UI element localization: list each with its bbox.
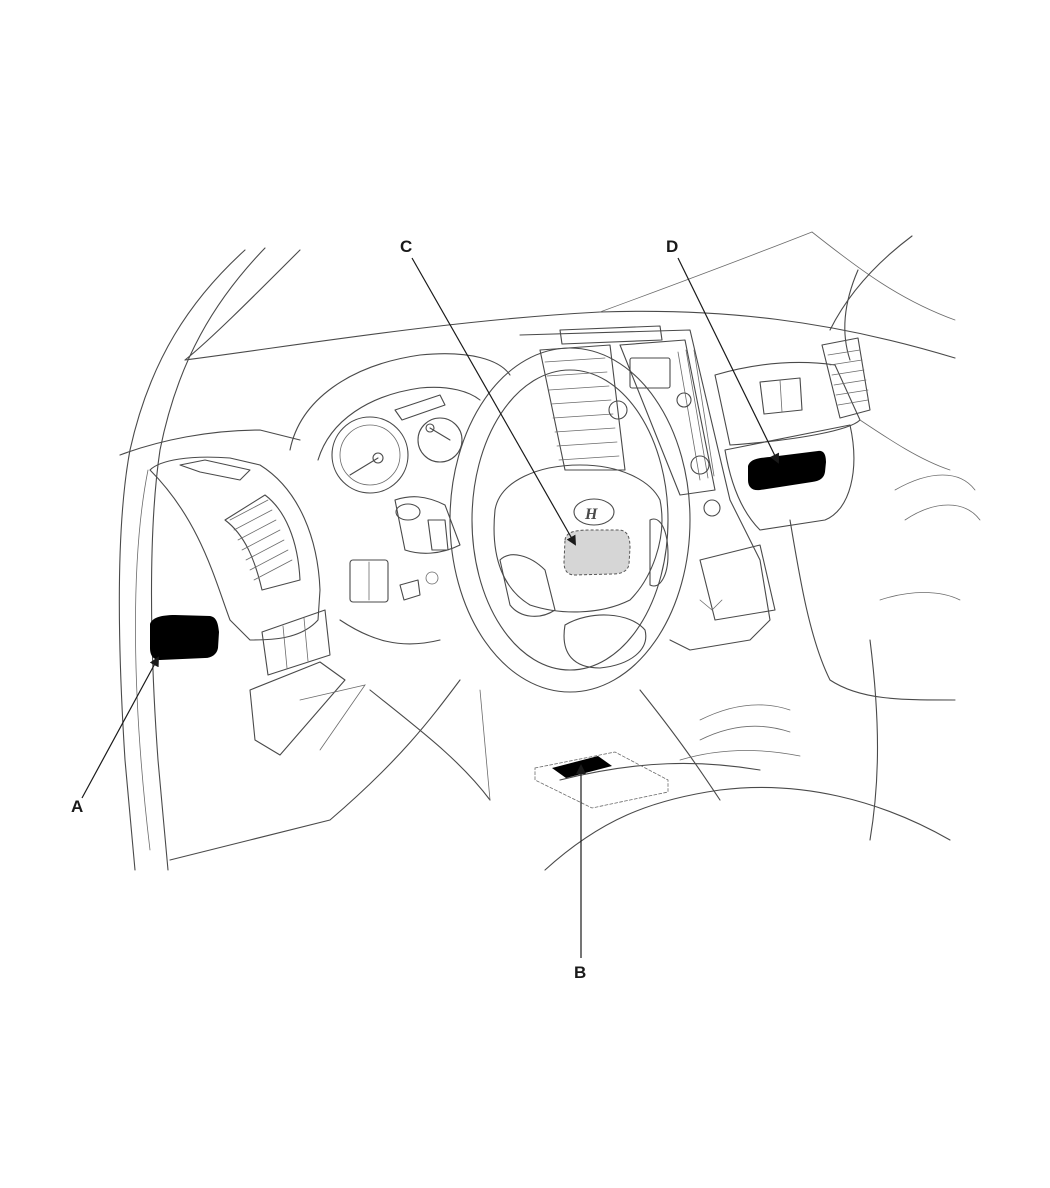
left-dash-panel [149, 456, 366, 756]
right-dash-panel [714, 337, 981, 841]
leader-line-c [411, 257, 576, 546]
steering-column [339, 496, 461, 645]
steering-wheel: H [449, 347, 691, 693]
dashboard-top-outline [119, 231, 956, 456]
callout-label-d: D [666, 237, 678, 256]
marker-a-side-airbag [150, 615, 219, 660]
marker-d-passenger-airbag [748, 450, 826, 491]
leader-line-d [677, 257, 779, 464]
right-air-vent [827, 349, 869, 406]
callout-label-a: A [71, 797, 83, 816]
callout-label-b: B [574, 963, 586, 982]
marker-c-driver-airbag [563, 529, 631, 576]
leader-line-a [81, 656, 159, 799]
center-air-vent [544, 357, 620, 461]
left-air-vent [229, 499, 293, 581]
callout-label-c: C [400, 237, 412, 256]
instrument-cluster [289, 353, 511, 494]
a-pillar-outline [118, 247, 301, 871]
knee-airbag-module [534, 751, 669, 809]
svg-text:H: H [584, 506, 598, 523]
lower-dashboard [169, 679, 951, 871]
center-stack [519, 325, 776, 651]
